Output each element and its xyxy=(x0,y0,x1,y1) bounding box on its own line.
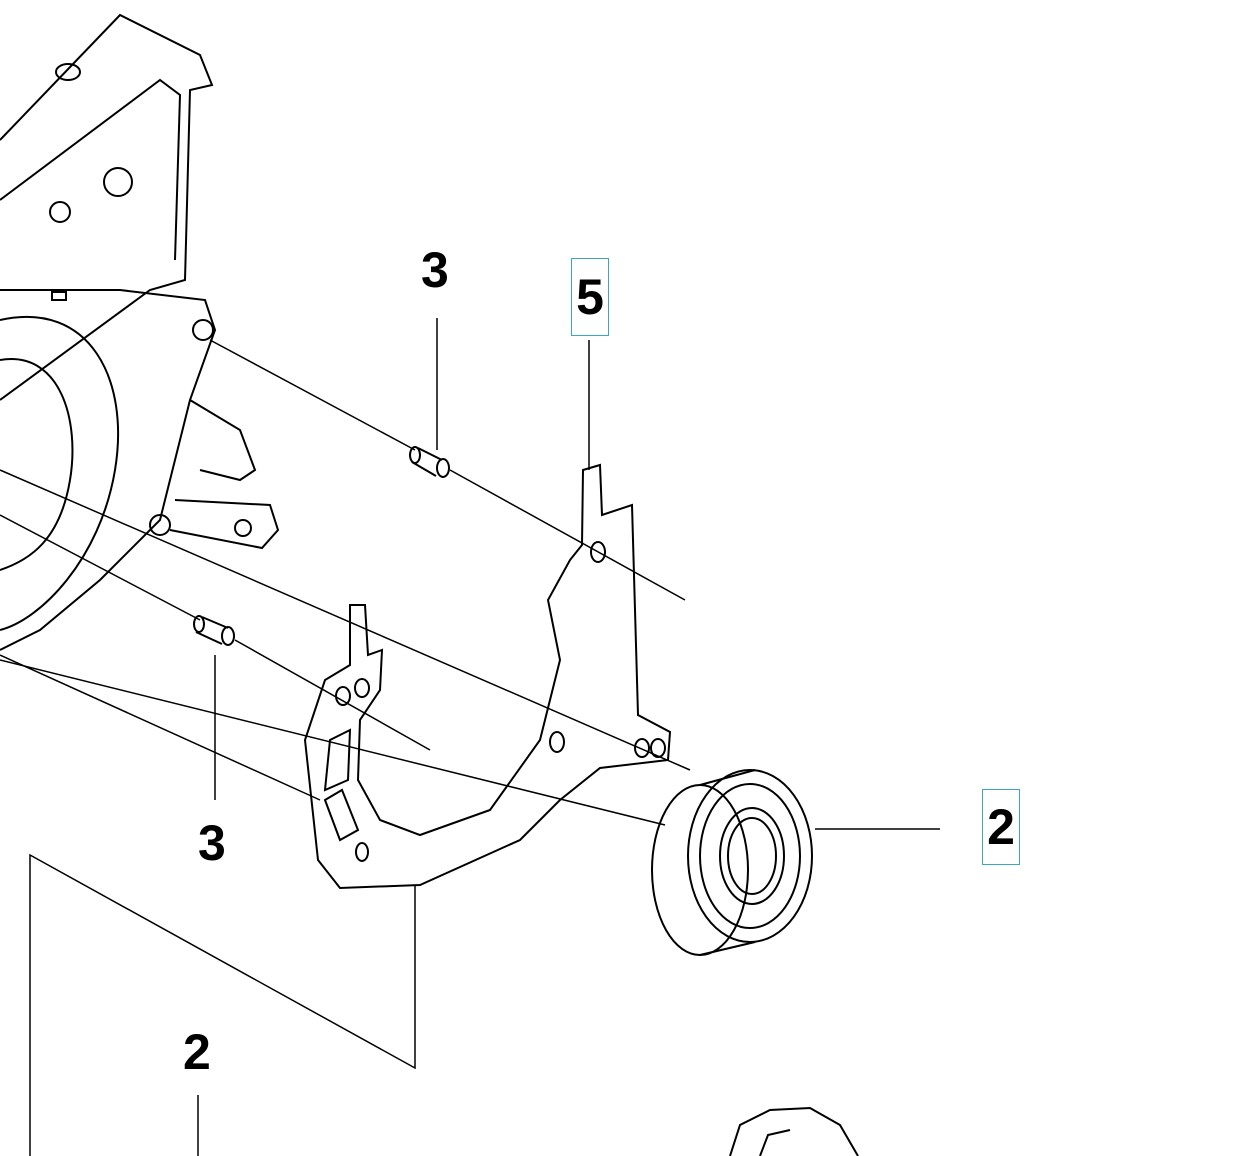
crankcase-housing xyxy=(0,13,280,651)
callout-3-top: 3 xyxy=(421,242,449,298)
callout-3-bottom: 3 xyxy=(198,815,226,871)
sleeve-top xyxy=(409,446,450,478)
gasket xyxy=(303,463,672,890)
callout-5-link[interactable]: 5 xyxy=(571,258,609,336)
callout-2-bottom: 2 xyxy=(183,1024,211,1080)
ball-bearing xyxy=(651,769,813,956)
callout-2-bearing-link[interactable]: 2 xyxy=(982,789,1020,865)
assembly-lines xyxy=(0,318,940,1156)
partial-component xyxy=(729,1106,859,1156)
sleeve-bottom xyxy=(193,615,235,646)
